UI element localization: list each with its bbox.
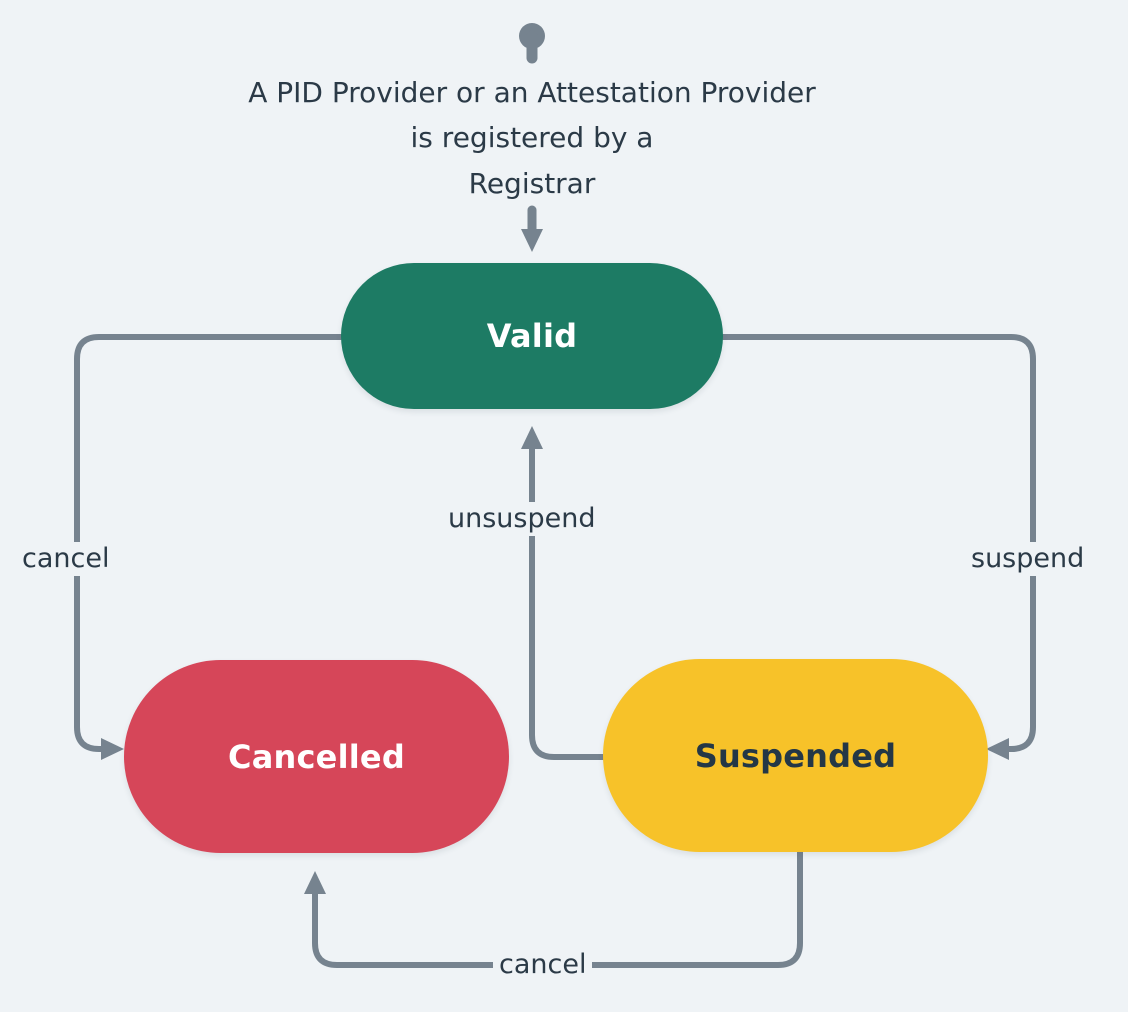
edge-suspended-to-valid [521, 426, 606, 760]
start-description: A PID Provider or an Attestation Provide… [164, 70, 900, 206]
state-node-suspended-label: Suspended [694, 736, 897, 775]
start-description-line-3: Registrar [468, 166, 596, 200]
edge-label-suspended-to-valid: unsuspend [442, 502, 602, 536]
start-description-line-1: A PID Provider or an Attestation Provide… [248, 76, 816, 109]
edge-label-valid-to-suspended: suspend [965, 542, 1091, 576]
state-node-valid-label: Valid [486, 317, 578, 355]
initial-state-marker-icon [519, 23, 545, 64]
state-node-valid[interactable]: Valid [341, 263, 723, 409]
state-node-cancelled-label: Cancelled [228, 737, 405, 776]
edge-label-suspended-to-cancelled: cancel [493, 948, 593, 982]
start-description-line-2: is registered by a [410, 121, 654, 155]
edge-start-to-valid [521, 205, 543, 252]
state-node-cancelled[interactable]: Cancelled [124, 660, 509, 853]
state-node-suspended[interactable]: Suspended [603, 659, 988, 852]
edge-label-valid-to-cancelled: cancel [16, 542, 116, 576]
